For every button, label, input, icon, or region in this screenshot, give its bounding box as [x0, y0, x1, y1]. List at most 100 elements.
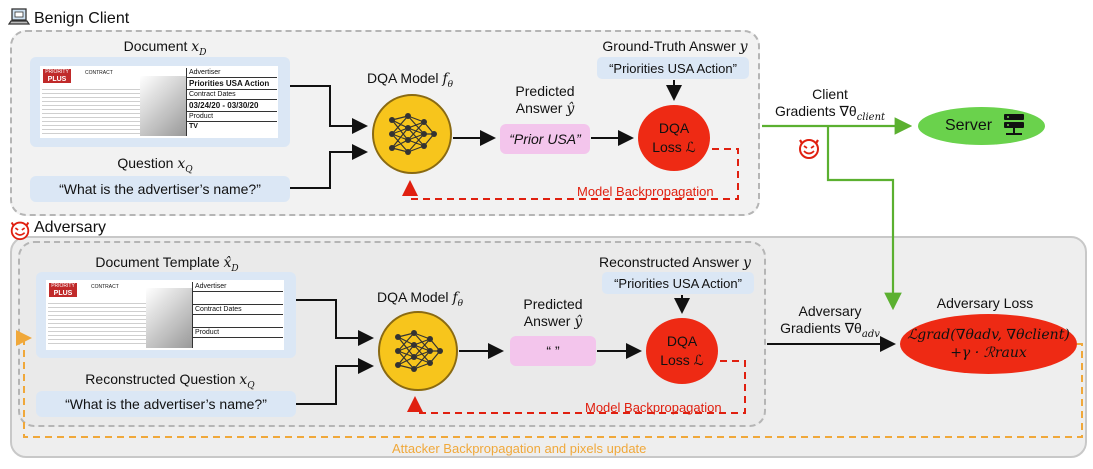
recon-answer-box: “Priorities USA Action” [602, 272, 754, 294]
gt-answer-box: “Priorities USA Action” [597, 57, 749, 79]
client-gradients-line1: Client [812, 86, 848, 102]
template-field3: Product [193, 327, 283, 338]
question-var: x [177, 156, 186, 172]
adv-dqa-loss-circle: DQA Loss ℒ [646, 318, 718, 384]
server-label: Server [944, 117, 993, 134]
attacker-backprop-arrow [16, 330, 1083, 438]
arrow-doc-to-model [290, 85, 368, 134]
dqa-loss-line2: Loss ℒ [652, 139, 696, 155]
dqa-loss-line1: DQA [658, 120, 690, 136]
benign-client-title: Benign Client [34, 10, 130, 27]
arrow-template-to-model [296, 299, 374, 346]
adv-model-label-text: DQA Model [376, 289, 453, 305]
template-field2: Contract Dates [193, 304, 283, 315]
model-sub: θ [447, 79, 454, 90]
adv-model-sub: θ [457, 298, 464, 309]
benign-backprop-arrow [402, 148, 739, 200]
devil-icon-adversary [10, 221, 30, 241]
arrow-recon-question-to-model [296, 358, 374, 405]
gt-label: Ground-Truth Answer y [585, 38, 765, 56]
dqa-loss-circle: DQA Loss ℒ [638, 105, 710, 171]
adv-dqa-loss-line1: DQA [666, 333, 698, 349]
model-backprop-label: Model Backpropagation [577, 184, 714, 199]
adv-predicted-var: ŷ [574, 314, 583, 330]
doc-value2: 03/24/20 - 03/30/20 [189, 101, 259, 110]
adv-loss-line2: +γ · ℛraux [950, 345, 1027, 361]
recon-answer-label: Reconstructed Answer y [585, 254, 765, 272]
template-label: Document Template x̂D [82, 254, 252, 278]
adv-loss-line1: ℒgrad(∇θadv, ∇θclient) [907, 327, 1070, 343]
document-label: Document xD [100, 38, 230, 62]
adv-gradients-line2: Gradients ∇θ [780, 320, 862, 336]
template-image: PRIORITY PLUS CONTRACT Advertiser Contra… [46, 280, 284, 350]
recon-answer-var: y [743, 255, 751, 271]
adv-loss-node: ℒgrad(∇θadv, ∇θclient) +γ · ℛraux [900, 314, 1077, 374]
adv-model-circle [378, 311, 458, 391]
adv-model-backprop-label: Model Backpropagation [585, 400, 722, 415]
client-gradient-to-advloss [826, 126, 902, 311]
document-label-text: Document [123, 38, 192, 54]
doc-contract: CONTRACT [85, 70, 113, 76]
adv-model-label: DQA Model fθ [365, 289, 475, 313]
document-image: PRIORITY PLUS CONTRACT Advertiser Priori… [40, 66, 278, 138]
laptop-icon [7, 6, 31, 28]
predicted-label: Predicted Answer ŷ [500, 83, 590, 118]
doc-zoom-wedge [140, 76, 186, 136]
model-circle [372, 94, 452, 174]
adv-predicted-line2: Answer [523, 313, 575, 329]
doc-logo-top: PRIORITY [45, 69, 69, 75]
question-label: Question xQ [100, 155, 210, 179]
doc-field3: Product [187, 111, 277, 122]
doc-field1: Advertiser [187, 68, 277, 78]
adversary-title: Adversary [34, 219, 107, 236]
doc-logo-bottom: PLUS [47, 76, 67, 83]
adv-gradients-line1: Adversary [798, 303, 862, 319]
neural-network-icon [389, 113, 437, 155]
devil-icon [799, 139, 819, 159]
adv-predicted-line1: Predicted [523, 296, 583, 312]
recon-question-box: “What is the advertiser’s name?” [36, 391, 296, 417]
document-var: x [191, 39, 200, 55]
template-logo-top: PRIORITY [51, 283, 75, 289]
template-var: x̂ [223, 255, 232, 271]
arrow-question-to-model [290, 144, 368, 189]
document-sub: D [199, 47, 207, 58]
recon-answer-label-text: Reconstructed Answer [599, 254, 744, 270]
predicted-label-line2: Answer [515, 100, 567, 116]
adv-predicted-label: Predicted Answer ŷ [508, 296, 598, 331]
template-field1: Advertiser [193, 282, 283, 292]
adv-dqa-loss-line2: Loss ℒ [660, 352, 704, 368]
question-box: “What is the advertiser’s name?” [30, 176, 290, 202]
recon-question-label-text: Reconstructed Question [85, 371, 240, 387]
gt-label-text: Ground-Truth Answer [602, 38, 740, 54]
doc-value1: Priorities USA Action [189, 79, 270, 88]
template-logo-bottom: PLUS [53, 290, 73, 297]
gt-var: y [739, 39, 748, 55]
adv-model-var: f [452, 290, 458, 306]
predicted-var: ŷ [566, 101, 575, 117]
template-sub: D [231, 263, 239, 274]
model-var: f [442, 71, 448, 87]
recon-question-label: Reconstructed Question xQ [60, 371, 280, 395]
adv-predicted-answer-box: “ ” [510, 336, 596, 366]
predicted-answer-box: “Prior USA” [500, 124, 590, 154]
adv-loss-title: Adversary Loss [936, 295, 1034, 311]
adv-neural-network-icon [395, 330, 443, 372]
adv-gradients-label: Adversary Gradients ∇θadv [770, 303, 890, 343]
client-gradients-line2: Gradients ∇θ [774, 103, 857, 119]
question-label-text: Question [117, 155, 178, 171]
template-label-text: Document Template [95, 254, 224, 270]
doc-field2: Contract Dates [187, 89, 277, 100]
question-sub: Q [185, 164, 193, 175]
recon-question-sub: Q [247, 380, 255, 391]
model-label-text: DQA Model [366, 70, 443, 86]
server-icon [1004, 114, 1024, 135]
adv-gradients-sub: adv [861, 328, 880, 340]
attacker-backprop-label: Attacker Backpropagation and pixels upda… [392, 441, 647, 456]
adv-backprop-arrow [407, 360, 746, 414]
client-gradients-sub: client [856, 111, 886, 123]
template-contract: CONTRACT [91, 284, 119, 290]
predicted-label-line1: Predicted [515, 83, 575, 99]
model-label: DQA Model fθ [355, 70, 465, 94]
